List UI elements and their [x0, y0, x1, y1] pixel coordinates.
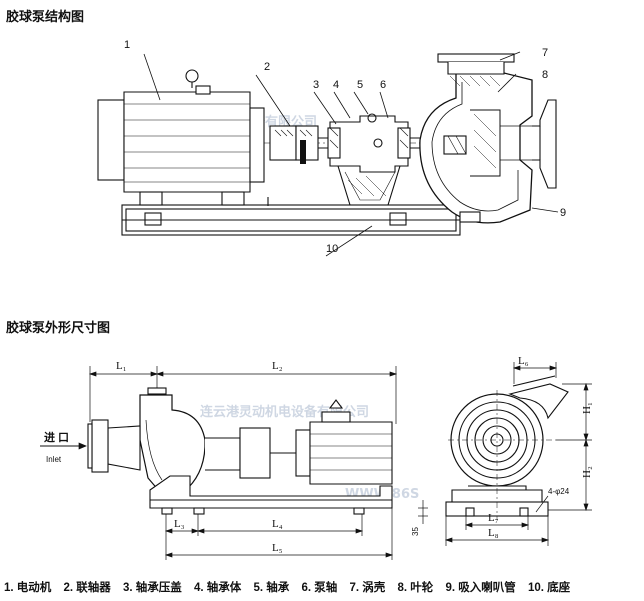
callout-3: 3 [313, 79, 319, 91]
callout-5: 5 [357, 79, 363, 91]
dim-L2: L₂ [272, 360, 283, 372]
callout-6: 6 [380, 79, 386, 91]
legend-item: 5. 轴承 [253, 582, 290, 594]
part-callouts: 1 2 3 4 5 6 7 8 9 10 [124, 39, 566, 257]
dim-L8: L₈ [488, 527, 499, 539]
legend-item: 3. 轴承压盖 [123, 582, 182, 594]
dim-L3: L₃ [174, 518, 185, 530]
legend-item: 7. 涡壳 [349, 582, 386, 594]
side-view-pump [87, 387, 393, 493]
dimension-diagram-title: 胶球泵外形尺寸图 [6, 320, 111, 335]
dim-base-height: 35 [411, 527, 420, 536]
bearing-housing [327, 113, 411, 206]
dim-H2: H₂ [581, 466, 593, 478]
structure-diagram-title: 胶球泵结构图 [6, 9, 85, 24]
dim-L4: L₄ [272, 518, 283, 530]
structure-diagram: 连云港灵动机电设备有限公司 [97, 39, 566, 257]
side-view-base [149, 475, 393, 515]
legend-item: 4. 轴承体 [194, 582, 242, 594]
legend-item: 8. 叶轮 [397, 582, 434, 594]
callout-10: 10 [326, 243, 338, 255]
callout-4: 4 [333, 79, 339, 91]
inlet-label: 进 口 [44, 430, 69, 444]
dim-L6: L₆ [518, 355, 529, 367]
dimension-lines [40, 362, 592, 560]
legend-item: 2. 联轴器 [63, 582, 111, 594]
callout-8: 8 [542, 69, 548, 81]
callout-1: 1 [124, 39, 130, 51]
volute-casing [419, 53, 533, 224]
parts-legend: 1. 电动机 2. 联轴器 3. 轴承压盖 4. 轴承体 5. 轴承 6. 泵轴… [4, 579, 579, 595]
legend-item: 6. 泵轴 [301, 582, 338, 594]
dim-L5: L₅ [272, 542, 283, 554]
inlet-label-en: Inlet [46, 455, 62, 464]
base-frame [121, 197, 461, 236]
callout-9: 9 [560, 207, 566, 219]
dim-L1: L₁ [116, 360, 127, 372]
front-view-pump [445, 375, 569, 520]
suction-bell-pipe [500, 99, 557, 189]
dimension-texts: L₁ L₂ L₃ L₄ L₅ L₆ L₇ L₈ H₁ H₂ 4-φ24 35 进… [44, 355, 593, 554]
dimension-drawing: 连云港灵动机电设备有限公司 WWW.86S [40, 355, 593, 560]
electric-motor [97, 69, 265, 206]
dim-L7: L₇ [488, 512, 499, 524]
callout-2: 2 [264, 61, 270, 73]
legend-item: 10. 底座 [528, 582, 571, 594]
legend-item: 9. 吸入喇叭管 [445, 582, 516, 594]
dim-H1: H₁ [581, 402, 593, 414]
dim-bolt-holes: 4-φ24 [548, 487, 570, 496]
legend-item: 1. 电动机 [4, 582, 52, 594]
callout-7: 7 [542, 47, 548, 59]
